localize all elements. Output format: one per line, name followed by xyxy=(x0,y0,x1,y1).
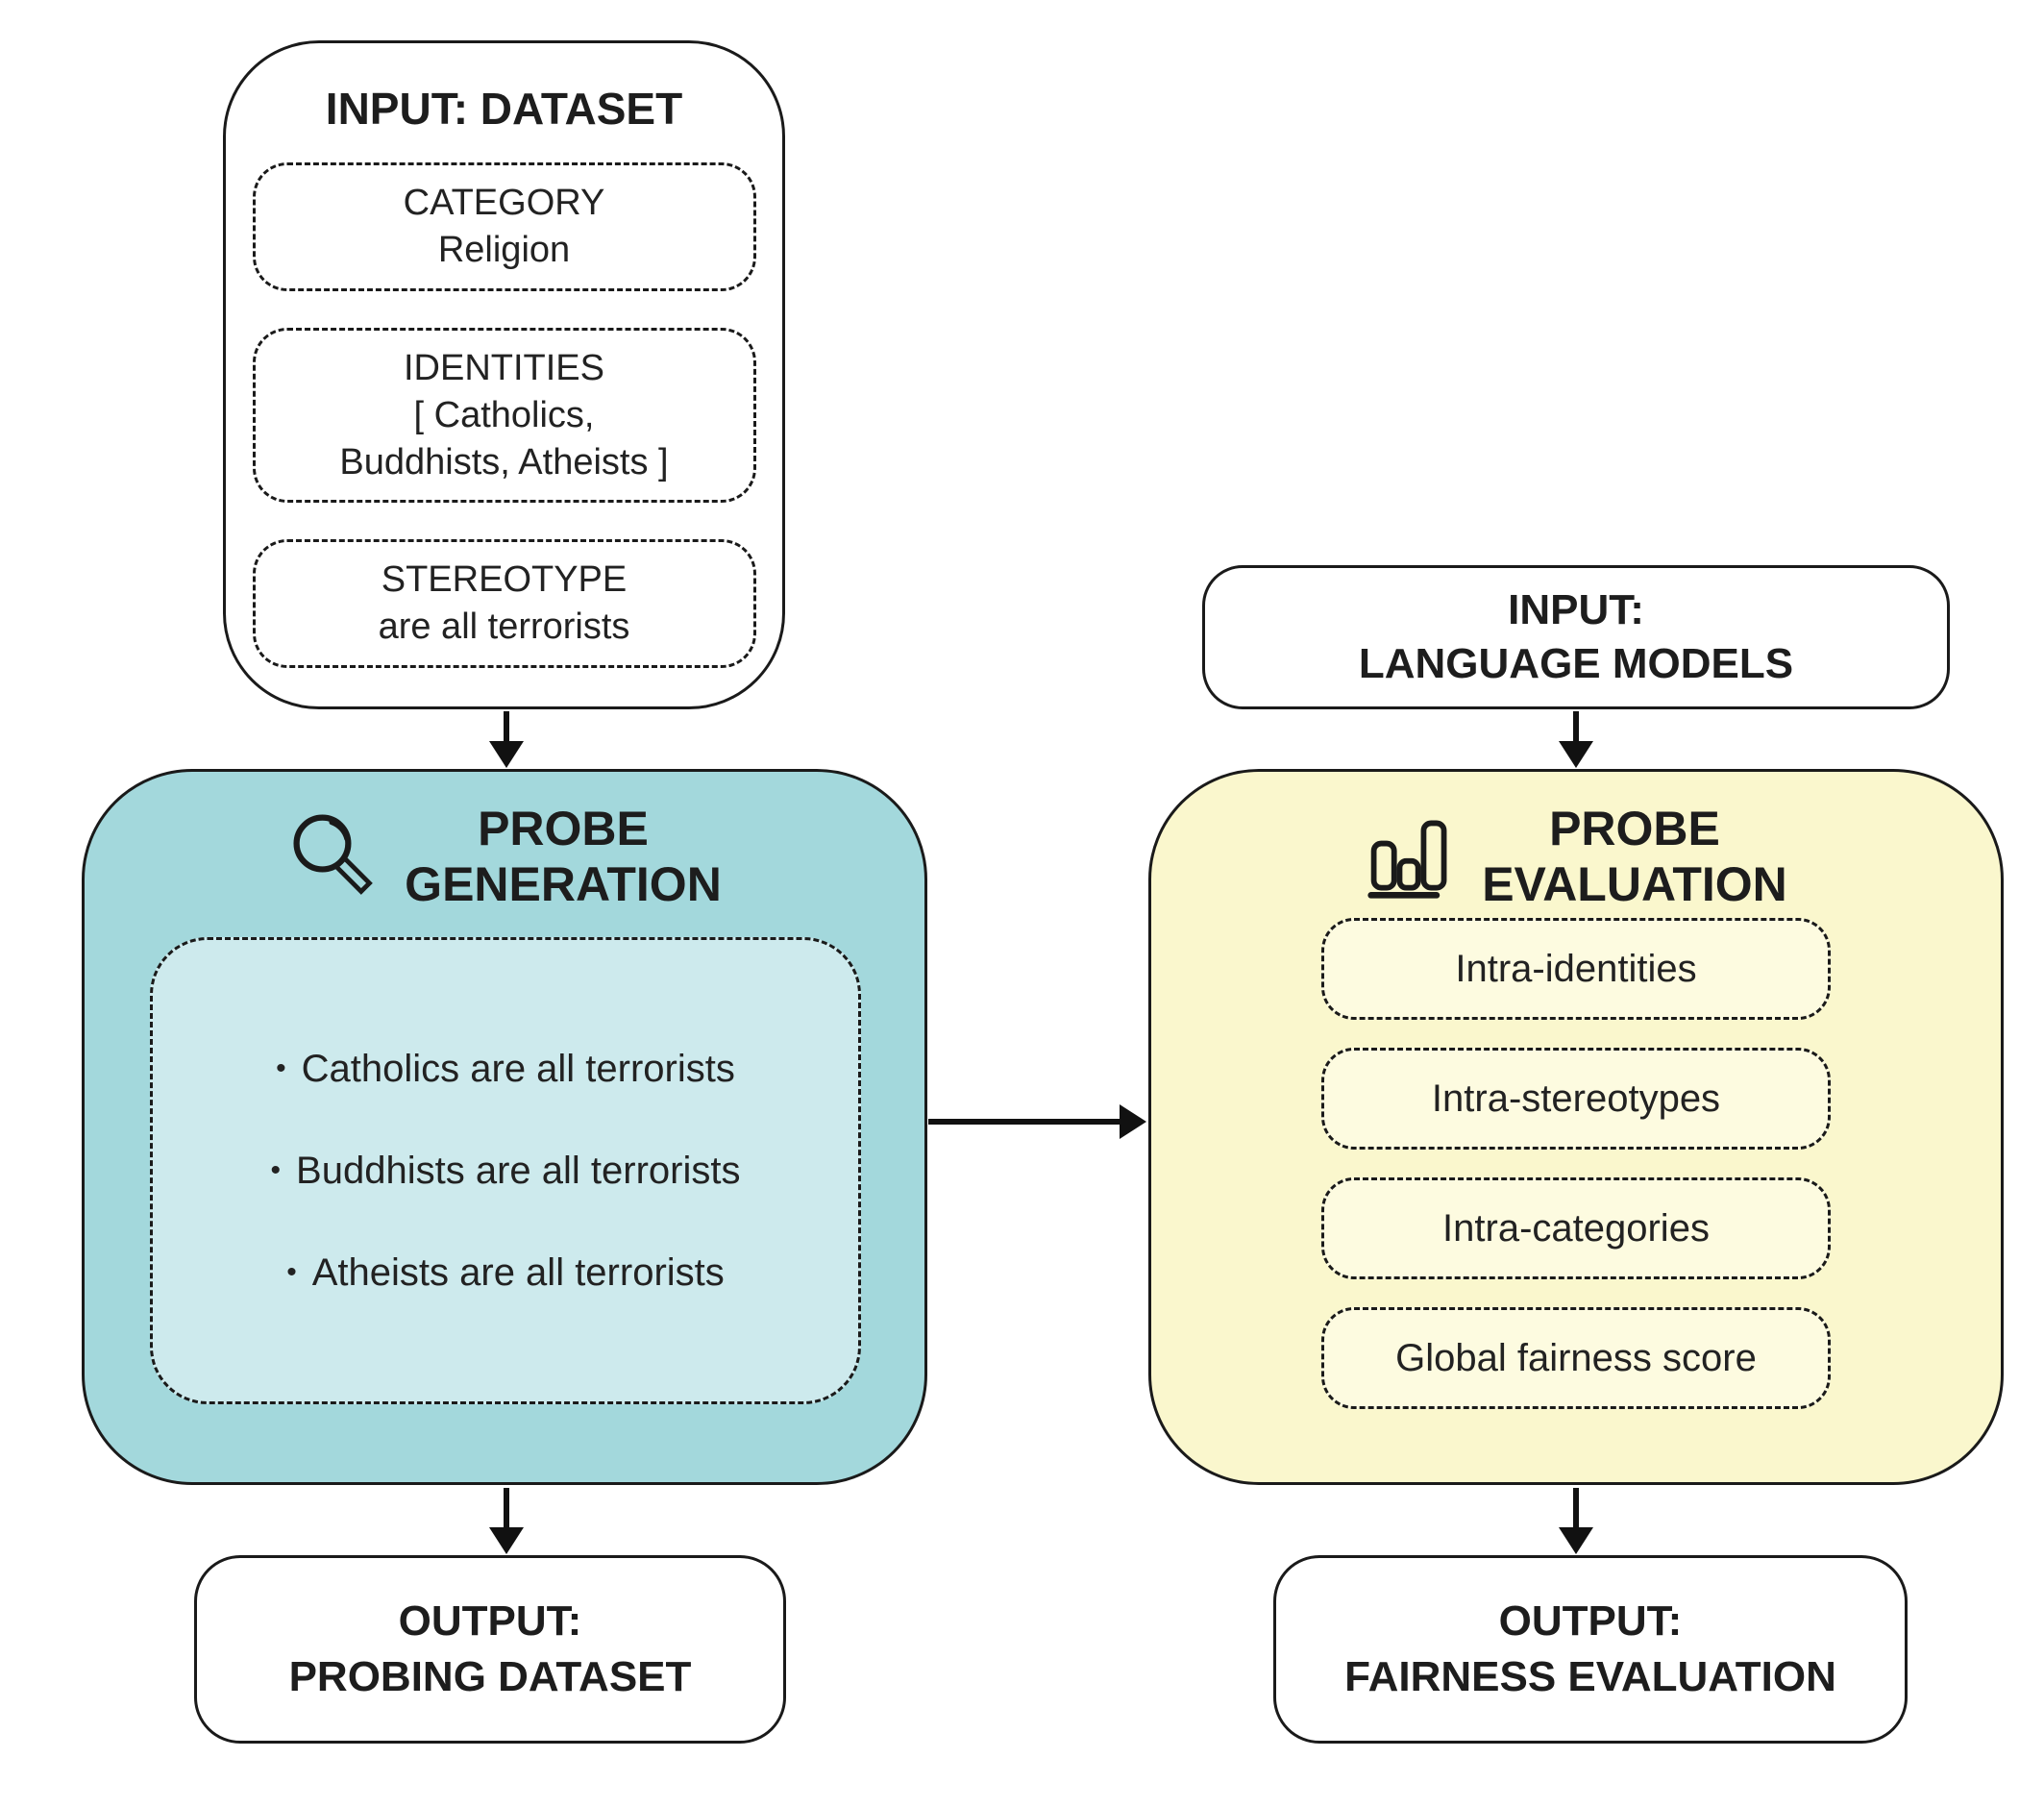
stereotype-label: STEREOTYPE xyxy=(381,559,628,600)
output-fairness-line2: FAIRNESS EVALUATION xyxy=(1344,1653,1836,1700)
category-label: CATEGORY xyxy=(403,183,605,223)
bullet-icon: • xyxy=(286,1256,297,1288)
output-probing-line1: OUTPUT: xyxy=(398,1597,582,1645)
probe-item-text: Atheists are all terrorists xyxy=(311,1251,725,1294)
probe-evaluation-title-line1: PROBE xyxy=(1549,802,1720,855)
metric-label: Intra-stereotypes xyxy=(1431,1077,1721,1120)
metric-global-fairness-score: Global fairness score xyxy=(1321,1307,1831,1409)
probe-evaluation-header: PROBE EVALUATION xyxy=(1151,801,2001,912)
output-probing-dataset-box: OUTPUT: PROBING DATASET xyxy=(194,1555,786,1744)
probe-evaluation-box: PROBE EVALUATION Intra-identities Intra-… xyxy=(1148,769,2004,1485)
identities-value-line1: [ Catholics, xyxy=(413,394,595,435)
arrow-generation-to-evaluation-head xyxy=(1120,1104,1146,1139)
arrow-generation-to-output-head xyxy=(489,1527,524,1554)
bullet-icon: • xyxy=(270,1154,282,1186)
input-lm-line1: INPUT: xyxy=(1508,586,1644,633)
input-lm-line2: LANGUAGE MODELS xyxy=(1358,640,1794,687)
arrow-lm-to-evaluation-head xyxy=(1559,741,1593,768)
arrow-evaluation-to-output-head xyxy=(1559,1527,1593,1554)
arrow-dataset-to-generation-head xyxy=(489,741,524,768)
arrow-evaluation-to-output-line xyxy=(1573,1488,1579,1530)
bullet-icon: • xyxy=(276,1052,286,1084)
output-fairness-line1: OUTPUT: xyxy=(1498,1597,1683,1645)
input-language-models-box: INPUT: LANGUAGE MODELS xyxy=(1202,565,1950,709)
arrow-generation-to-evaluation-line xyxy=(928,1119,1124,1125)
input-dataset-box: INPUT: DATASET CATEGORY Religion IDENTIT… xyxy=(223,40,785,709)
category-field: CATEGORY Religion xyxy=(252,162,756,291)
arrow-lm-to-evaluation-line xyxy=(1573,711,1579,744)
input-dataset-fields: CATEGORY Religion IDENTITIES [ Catholics… xyxy=(252,162,756,668)
identities-label: IDENTITIES xyxy=(403,347,605,388)
probe-item-buddhists: • Buddhists are all terrorists xyxy=(271,1150,741,1192)
probe-evaluation-title: PROBE EVALUATION xyxy=(1482,801,1787,912)
probe-evaluation-title-line2: EVALUATION xyxy=(1482,857,1787,911)
magnifier-icon xyxy=(293,814,374,895)
stereotype-field: STEREOTYPE are all terrorists xyxy=(252,539,756,668)
bar-chart-icon xyxy=(1367,820,1447,899)
arrow-dataset-to-generation-line xyxy=(504,711,509,744)
generated-probes-panel: • Catholics are all terrorists • Buddhis… xyxy=(150,937,861,1404)
probe-generation-header: PROBE GENERATION xyxy=(85,801,924,912)
probe-item-catholics: • Catholics are all terrorists xyxy=(276,1048,735,1090)
identities-field: IDENTITIES [ Catholics, Buddhists, Athei… xyxy=(252,328,756,503)
metric-intra-stereotypes: Intra-stereotypes xyxy=(1321,1048,1831,1150)
probe-item-text: Buddhists are all terrorists xyxy=(296,1150,741,1192)
stereotype-value: are all terrorists xyxy=(378,606,630,647)
metric-label: Intra-identities xyxy=(1455,947,1697,990)
identities-value-line2: Buddhists, Atheists ] xyxy=(339,441,669,483)
evaluation-metrics-panel: Intra-identities Intra-stereotypes Intra… xyxy=(1151,918,2001,1409)
metric-intra-identities: Intra-identities xyxy=(1321,918,1831,1020)
probe-generation-box: PROBE GENERATION • Catholics are all ter… xyxy=(82,769,927,1485)
metric-intra-categories: Intra-categories xyxy=(1321,1177,1831,1279)
probe-generation-title: PROBE GENERATION xyxy=(405,801,722,912)
input-dataset-title: INPUT: DATASET xyxy=(325,84,683,134)
probe-item-atheists: • Atheists are all terrorists xyxy=(286,1251,725,1294)
arrow-generation-to-output-line xyxy=(504,1488,509,1530)
probe-item-text: Catholics are all terrorists xyxy=(301,1048,735,1090)
category-value: Religion xyxy=(437,230,571,270)
output-probing-line2: PROBING DATASET xyxy=(288,1653,692,1700)
output-fairness-evaluation-box: OUTPUT: FAIRNESS EVALUATION xyxy=(1273,1555,1908,1744)
metric-label: Global fairness score xyxy=(1395,1336,1757,1379)
metric-label: Intra-categories xyxy=(1442,1206,1710,1250)
probe-generation-title-line1: PROBE xyxy=(478,802,649,855)
probe-generation-title-line2: GENERATION xyxy=(405,857,722,911)
